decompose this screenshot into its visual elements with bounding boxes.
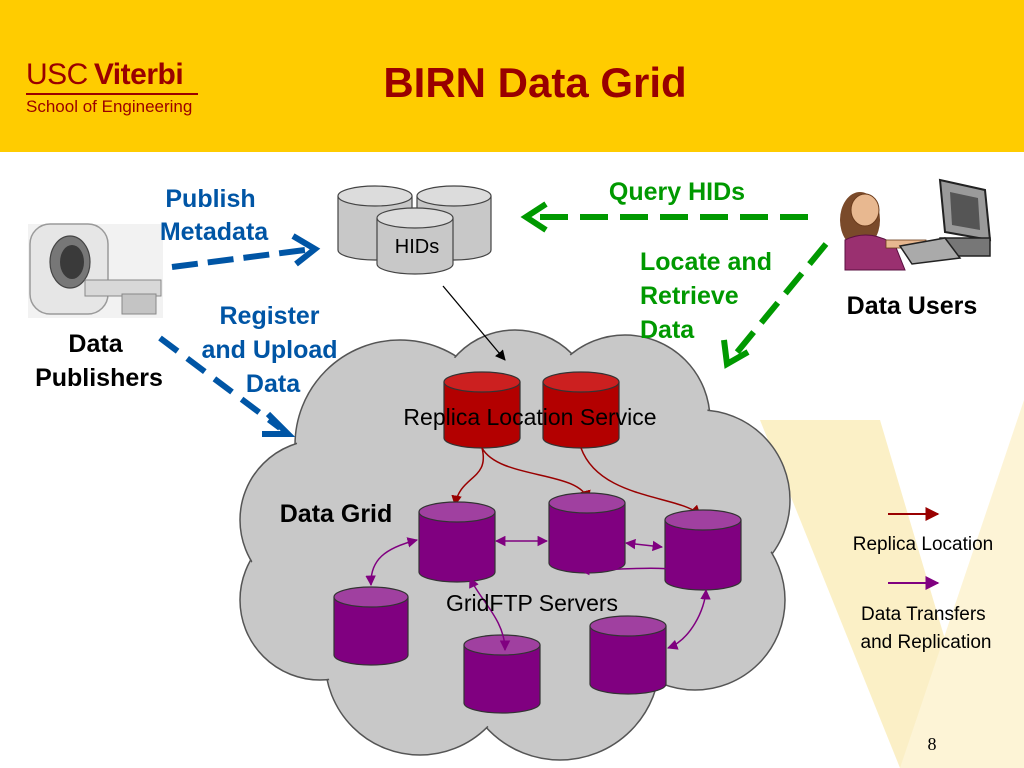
logo-viterbi-text: Viterbi [93, 58, 184, 91]
query-hids-arrow [520, 201, 808, 233]
legend-data-transfers-label: Data Transfers and Replication [861, 604, 992, 653]
legend: Replica Location Data Transfers and Repl… [853, 507, 993, 653]
data-transfer-arrows [365, 535, 711, 652]
logo-usc-text: USC [26, 58, 88, 91]
publish-metadata-label: Publish Metadata [160, 185, 269, 246]
slide-title: BIRN Data Grid [383, 59, 687, 106]
register-line3: Data [246, 370, 301, 398]
transfer-2-3 [624, 538, 664, 552]
transfer-1-4 [365, 537, 419, 587]
rls-label: Replica Location Service [403, 404, 656, 430]
data-grid-label: Data Grid [280, 500, 393, 528]
register-line1: Register [220, 302, 320, 330]
legend-data-transfers-line2: and Replication [861, 632, 992, 653]
publish-metadata-line2: Metadata [160, 218, 269, 246]
transfer-2-3b [578, 564, 709, 590]
data-user-icon [840, 178, 992, 271]
locate-line2: Retrieve [640, 282, 739, 310]
gridftp-server-6 [463, 634, 541, 714]
data-publishers-line1: Data [68, 330, 123, 358]
transfer-1-6 [469, 577, 511, 652]
data-publishers-line2: Publishers [35, 364, 163, 392]
gridftp-server-5 [589, 615, 667, 695]
replica-location-arrows [451, 447, 701, 516]
rls-to-server1-arrow [451, 447, 485, 507]
register-line2: and Upload [201, 336, 337, 364]
hids-database-group [337, 185, 492, 275]
locate-retrieve-label: Locate and Retrieve Data [640, 248, 779, 344]
gridftp-server-1 [418, 501, 496, 583]
legend-data-transfers-line1: Data Transfers [861, 604, 986, 625]
computer-monitor-icon [898, 178, 992, 265]
rls-db-right [542, 371, 620, 449]
locate-retrieve-arrow [721, 242, 829, 369]
header-band [0, 0, 1024, 152]
gridftp-label: GridFTP Servers [446, 590, 618, 616]
rls-to-server3-arrow [580, 447, 701, 516]
data-publishers-label: Data Publishers [35, 330, 163, 392]
hids-to-rls-arrow [442, 285, 506, 361]
page-number: 8 [928, 734, 937, 754]
logo-rule [26, 93, 198, 95]
publish-metadata-line1: Publish [165, 185, 255, 213]
rls-db-left [443, 371, 521, 449]
gridftp-server-4 [333, 586, 409, 666]
register-upload-arrow [158, 335, 296, 437]
gridftp-server-2 [548, 492, 626, 574]
rls-to-server2-arrow [481, 447, 591, 502]
register-upload-label: Register and Upload Data [201, 302, 344, 398]
hids-label: HIDs [395, 236, 439, 258]
hids-db-front [376, 207, 454, 275]
publish-metadata-arrow [171, 233, 321, 270]
transfer-5-3 [667, 588, 711, 650]
locate-line3: Data [640, 316, 695, 344]
viterbi-v-watermark [760, 400, 1024, 768]
gridftp-server-3 [664, 509, 742, 591]
data-users-label: Data Users [847, 292, 978, 320]
legend-replica-location-label: Replica Location [853, 534, 993, 555]
logo-school-text: School of Engineering [26, 97, 193, 116]
query-hids-label: Query HIDs [609, 178, 745, 206]
locate-line1: Locate and [640, 248, 772, 276]
mri-scanner-icon [28, 223, 163, 318]
